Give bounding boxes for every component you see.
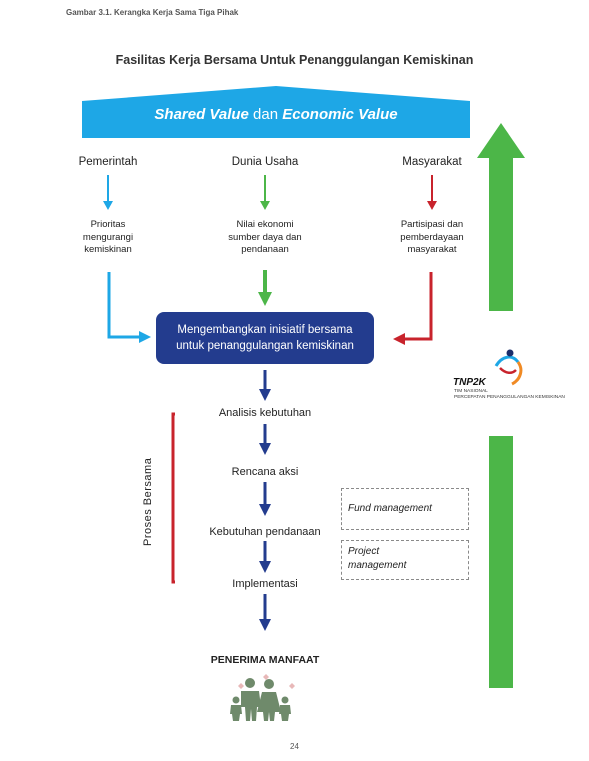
stakeholder-pemerintah: Pemerintah	[78, 156, 138, 168]
desc-line: pendanaan	[241, 244, 289, 255]
family-icon	[230, 674, 295, 721]
green-bar	[489, 436, 513, 688]
logo-sub-line: TIM NASIONAL	[454, 389, 488, 394]
pemerintah-description: Prioritas mengurangi kemiskinan	[38, 219, 178, 257]
step-kebutuhan-pendanaan: Kebutuhan pendanaan	[175, 526, 355, 538]
project-management-line: Project	[348, 546, 380, 557]
banner-label: Shared Value dan Economic Value	[82, 106, 470, 123]
fund-management-label: Fund management	[348, 503, 432, 514]
tnp2k-logo-mark	[494, 349, 523, 386]
desc-line: Partisipasi dan	[400, 219, 464, 230]
banner-connector: dan	[248, 106, 283, 123]
dunia-usaha-arrowhead	[260, 201, 270, 210]
banner-economic-value: Economic Value	[282, 106, 398, 123]
tnp2k-logo-name: TNP2K	[453, 377, 486, 388]
step-analisis-kebutuhan: Analisis kebutuhan	[175, 407, 355, 419]
process-label: Proses Bersama	[142, 457, 154, 546]
project-management-line: management	[348, 560, 407, 571]
project-management-box: Project management	[341, 540, 469, 580]
masyarakat-description: Partisipasi dan pemberdayaan masyarakat	[362, 219, 502, 257]
page-number: 24	[290, 742, 299, 751]
desc-line: Prioritas	[90, 219, 126, 230]
fund-management-box: Fund management	[341, 488, 469, 530]
beneficiary-label: PENERIMA MANFAAT	[210, 654, 320, 666]
value-banner	[82, 86, 470, 138]
center-line: Mengembangkan inisiatif bersama	[177, 324, 353, 336]
stakeholder-masyarakat: Masyarakat	[402, 156, 462, 168]
figure-caption: Gambar 3.1. Kerangka Kerja Sama Tiga Pih…	[66, 8, 239, 17]
pemerintah-connector	[107, 272, 140, 339]
joint-initiative-box: Mengembangkan inisiatif bersama untuk pe…	[156, 312, 374, 364]
tnp2k-logo-subtitle: TIM NASIONAL PERCEPATAN PENANGGULANGAN K…	[454, 389, 565, 400]
desc-line: masyarakat	[407, 244, 457, 255]
desc-line: Nilai ekonomi	[236, 219, 294, 230]
desc-line: pemberdayaan	[400, 231, 464, 243]
pemerintah-arrowhead	[103, 201, 113, 210]
desc-line: sumber daya dan	[228, 231, 302, 243]
step-rencana-aksi: Rencana aksi	[175, 466, 355, 478]
dunia-usaha-description: Nilai ekonomi sumber daya dan pendanaan	[195, 219, 335, 257]
logo-sub-line: PERCEPATAN PENANGGULANGAN KEMISKINAN	[454, 394, 565, 400]
masyarakat-connector	[404, 272, 433, 341]
step-implementasi: Implementasi	[175, 578, 355, 590]
diagram-title: Fasilitas Kerja Bersama Untuk Penanggula…	[115, 53, 474, 67]
desc-line: kemiskinan	[84, 244, 132, 255]
process-bracket	[171, 412, 224, 584]
stakeholder-dunia-usaha: Dunia Usaha	[231, 156, 299, 168]
green-up-arrow	[477, 123, 525, 311]
center-line: untuk penanggulangan kemiskinan	[176, 340, 354, 352]
banner-shared-value: Shared Value	[154, 106, 249, 123]
masyarakat-arrowhead	[427, 201, 437, 210]
desc-line: mengurangi	[82, 231, 134, 243]
step-arrows	[259, 370, 271, 631]
